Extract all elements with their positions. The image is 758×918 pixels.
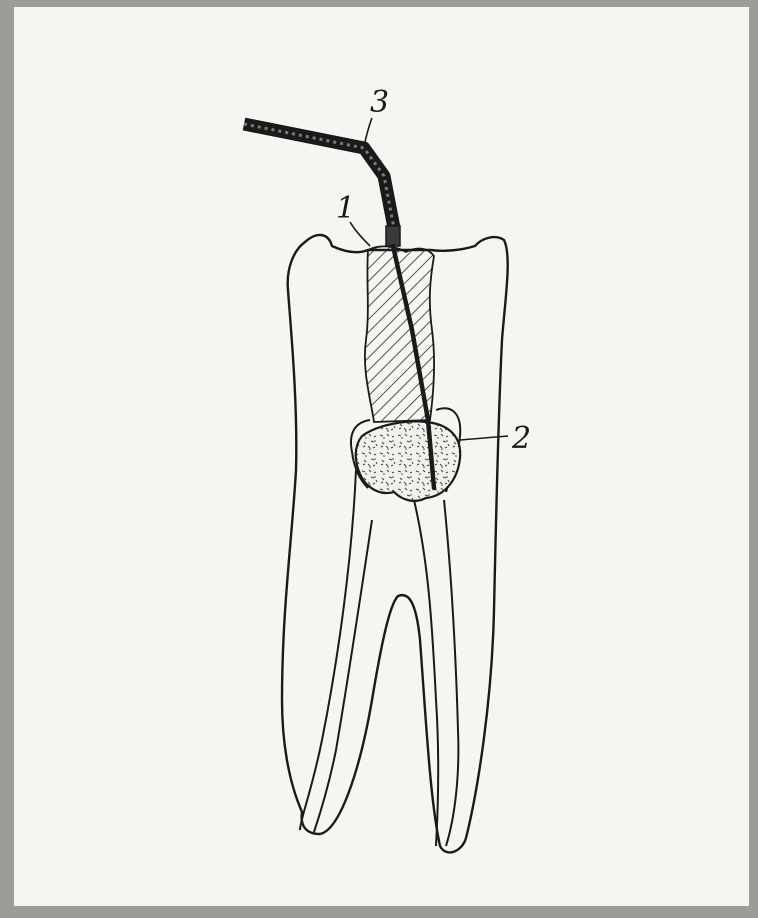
cotton-pellet <box>356 422 460 501</box>
label-2: 2 <box>511 421 531 456</box>
leader-line-3 <box>364 118 372 146</box>
left-canal-wall <box>300 470 356 830</box>
label-3: 3 <box>370 85 389 120</box>
leader-line-2 <box>460 436 508 440</box>
label-1: 1 <box>336 191 355 226</box>
right-canal-wall-inner <box>414 500 438 846</box>
instrument-stopper <box>386 226 400 246</box>
left-canal-wall-inner <box>314 520 372 832</box>
instrument-handle <box>244 124 394 228</box>
right-canal-wall <box>444 500 458 846</box>
